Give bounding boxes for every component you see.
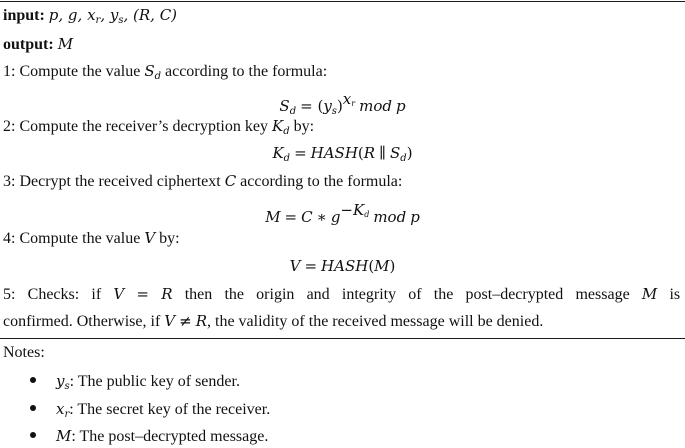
step-number: 3: [3,173,16,190]
top-rule [0,1,685,2]
step-text: Compute the value [19,63,141,80]
step-number: 4: [3,230,16,247]
step-text: according to the formula: [165,63,328,80]
notes-title: Notes: [3,344,45,361]
step-text: confirmed. Otherwise, if [3,313,161,330]
symbol-kd: Kd [271,117,290,137]
step-1: 1: Compute the value Sd according to the… [3,61,327,87]
step-4: 4: Compute the value V by: [3,228,180,249]
note-symbol: xr [56,400,70,420]
note-item: xr: The secret key of the receiver. [30,399,270,425]
step-number: 1: [3,63,16,80]
step-text: then the origin and integrity of the pos… [184,286,630,303]
step-text: by: [159,230,180,247]
step-text: by: [293,118,315,135]
note-symbol: M [56,427,72,445]
formula-1: Sd = (ys)xr mod p [279,90,406,117]
symbol-sd: Sd [144,62,161,82]
note-item: M: The post–decrypted message. [30,426,268,447]
note-text: : The post–decrypted message. [71,428,269,445]
step-5-line-1: 5: Checks: if V = R then the origin and … [3,285,681,303]
output-value: M [57,35,74,53]
step-text: Compute the value [19,230,141,247]
formula-4: V = HASH(M) [289,257,396,275]
step-text: Compute the receiver’s decryption key [19,118,268,135]
output-label: output: [3,36,54,53]
step-5-line-2: confirmed. Otherwise, if V ≠ R, the vali… [3,312,544,330]
bullet-icon [30,405,36,411]
input-params: p, g, xr, ys, (R, C) [48,6,178,26]
step-text: according to the formula: [240,173,403,190]
bullet-icon [30,432,36,438]
formula-2: Kd = HASH(R ∥ Sd) [272,144,413,164]
step-text: Checks: if [27,286,102,303]
step-text: Decrypt the received ciphertext [19,173,221,190]
step-text: is [669,286,681,303]
input-line: input: p, g, xr, ys, (R, C) [3,5,177,31]
step-3: 3: Decrypt the received ciphertext C acc… [3,171,402,192]
note-text: : The secret key of the receiver. [69,401,271,418]
note-item: ys: The public key of sender. [30,371,240,397]
symbol-c: C [224,172,237,190]
symbol-v: V [144,229,156,247]
bullet-icon [30,377,36,383]
formula-3: M = C ∗ g−Kd mod p [265,201,420,226]
output-line: output: M [3,34,73,55]
step-2: 2: Compute the receiver’s decryption key… [3,116,314,142]
notes-rule [0,338,685,339]
step-text: , the validity of the received message w… [207,313,544,330]
note-text: : The public key of sender. [69,373,240,390]
note-symbol: ys [56,372,70,392]
step-number: 5: [3,286,16,303]
input-label: input: [3,7,45,24]
step-number: 2: [3,118,16,135]
